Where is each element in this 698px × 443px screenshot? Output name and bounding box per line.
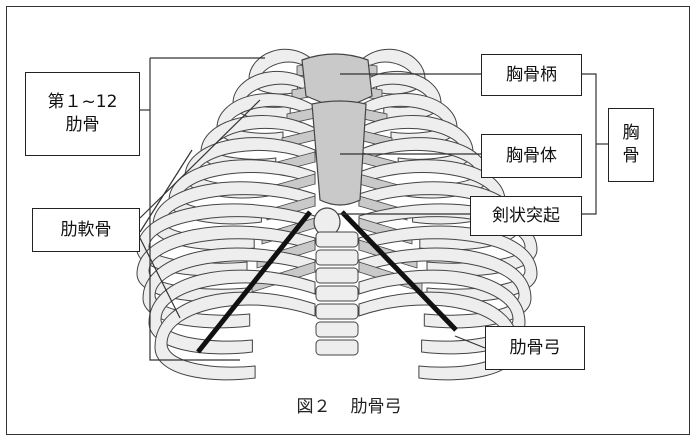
sternum-body-label: 胸骨体 bbox=[481, 134, 582, 178]
ribs-label-line1: 第１~12 bbox=[48, 91, 118, 114]
vertebra-2 bbox=[316, 250, 358, 265]
costal-cartilage-label: 肋軟骨 bbox=[32, 208, 140, 252]
sternum-bracket bbox=[582, 74, 596, 214]
sternum-label-char2: 骨 bbox=[623, 145, 640, 168]
xiphoid-label: 剣状突起 bbox=[470, 196, 582, 236]
figure-title: 肋骨弓 bbox=[351, 397, 402, 417]
manubrium-label: 胸骨柄 bbox=[481, 54, 582, 96]
sternum-drawing bbox=[302, 54, 372, 236]
vertebra-7 bbox=[316, 340, 358, 355]
spine-group bbox=[316, 232, 358, 355]
sternum-label-char1: 胸 bbox=[623, 122, 640, 145]
vertebra-1 bbox=[316, 232, 358, 247]
sternum-label: 胸 骨 bbox=[608, 108, 654, 182]
vertebra-4 bbox=[316, 286, 358, 301]
vertebra-5 bbox=[316, 304, 358, 319]
costal-arch-label: 肋骨弓 bbox=[485, 326, 585, 370]
vertebra-6 bbox=[316, 322, 358, 337]
figure-number: 図２ bbox=[297, 397, 331, 417]
figure-caption: 図２ 肋骨弓 bbox=[0, 392, 698, 417]
sternum-body-shape bbox=[312, 101, 366, 205]
ribs-label: 第１~12 肋骨 bbox=[25, 72, 140, 156]
ribs-label-line2: 肋骨 bbox=[66, 114, 100, 137]
vertebra-3 bbox=[316, 268, 358, 283]
